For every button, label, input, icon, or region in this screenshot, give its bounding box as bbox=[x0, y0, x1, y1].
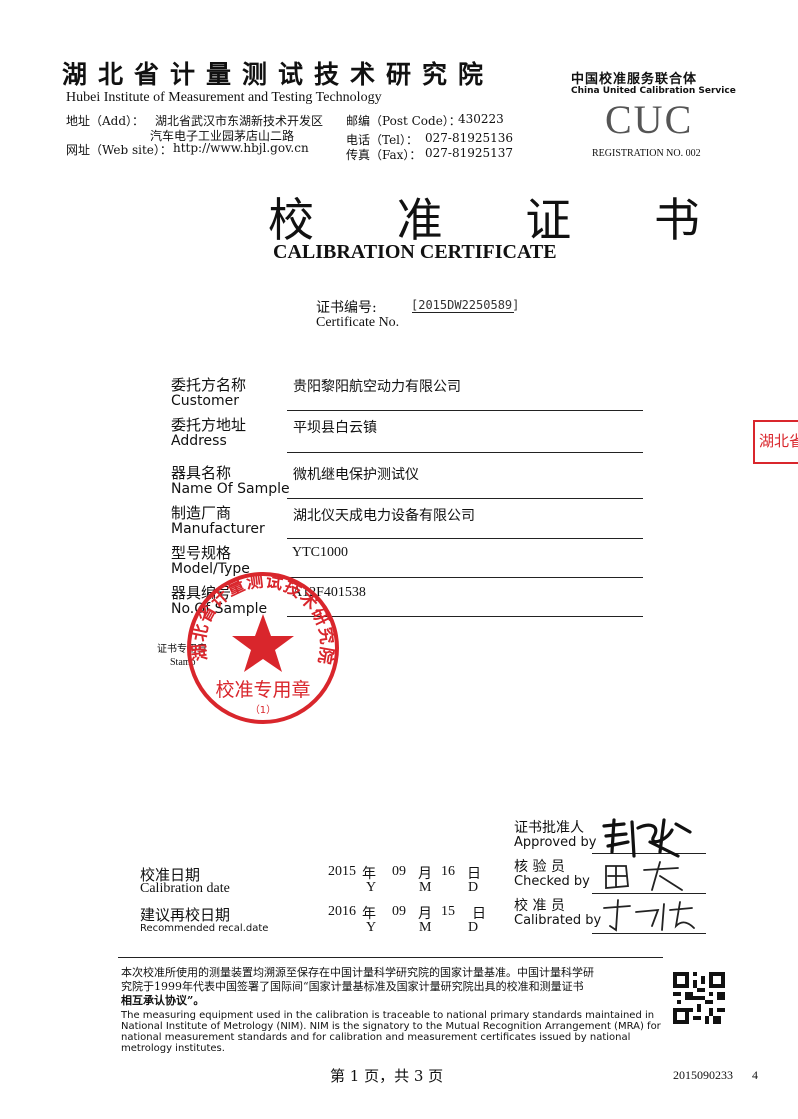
institute-name-cn: 湖北省计量测试技术研究院 bbox=[62, 60, 495, 89]
checked-label-en: Checked by bbox=[514, 874, 590, 889]
cuc-name-en: China United Calibration Service bbox=[571, 86, 736, 96]
seal-star-icon bbox=[232, 614, 294, 672]
website-label: 网址（Web site）： bbox=[66, 143, 172, 157]
cal-month: 09 bbox=[392, 864, 406, 879]
approved-label-en: Approved by bbox=[514, 835, 597, 850]
calibrated-line bbox=[592, 933, 706, 934]
footer-cn-line3: 相互承认协议”。 bbox=[121, 994, 205, 1007]
footer-en-line1: The measuring equipment used in the cali… bbox=[121, 1010, 655, 1021]
stamp-label-en: Stamp bbox=[170, 657, 196, 668]
cuc-logo: CUC bbox=[605, 97, 694, 142]
recal-year: 2016 bbox=[328, 904, 356, 919]
model-underline bbox=[287, 577, 643, 578]
calibrated-label-cn: 校 准 员 bbox=[514, 898, 565, 914]
page-number: 第 1 页，共 3 页 bbox=[330, 1067, 444, 1085]
address-field-label-cn: 委托方地址 bbox=[171, 416, 247, 434]
checked-signature-icon bbox=[605, 861, 683, 891]
certificate-number: [2015DW2250589] bbox=[411, 298, 520, 312]
side-partial-stamp: 湖北省 bbox=[753, 420, 798, 464]
approved-signature-icon bbox=[602, 818, 692, 858]
footer-separator bbox=[118, 957, 663, 958]
footer-en-line4: metrology institutes. bbox=[121, 1043, 225, 1054]
cuc-name-cn: 中国校准服务联合体 bbox=[571, 72, 698, 87]
cal-date-label-en: Calibration date bbox=[140, 881, 230, 896]
sample-name-underline bbox=[287, 498, 643, 499]
calibration-seal: 湖北省计量测试技术研究院 校准专用章 （1） bbox=[187, 570, 339, 724]
cal-year-en: Y bbox=[366, 880, 377, 895]
manufacturer-value: 湖北仪天成电力设备有限公司 bbox=[293, 508, 475, 524]
cal-year: 2015 bbox=[328, 864, 356, 879]
footer-en-line2: National Institute of Metrology (NIM). N… bbox=[121, 1021, 661, 1032]
recal-day-en: D bbox=[468, 920, 479, 935]
document-suffix: 4 bbox=[752, 1068, 758, 1082]
manufacturer-label-cn: 制造厂商 bbox=[171, 504, 232, 522]
certificate-label-cn: 证书编号: bbox=[316, 300, 377, 316]
footer-en-line3: national measurement standards and for c… bbox=[121, 1032, 631, 1043]
calibrated-label-en: Calibrated by bbox=[514, 913, 602, 928]
footer-cn-line1: 本次校准所使用的测量装置均溯源至保存在中国计量科学研究院的国家计量基准。中国计量… bbox=[121, 966, 594, 979]
certificate-underline bbox=[412, 312, 514, 313]
seal-bottom-text: 校准专用章 bbox=[215, 679, 310, 701]
document-number: 2015090233 bbox=[673, 1068, 733, 1082]
customer-label-en: Customer bbox=[171, 393, 240, 409]
postcode-value: 430223 bbox=[458, 112, 504, 126]
tel-label: 电话（Tel）： bbox=[346, 133, 419, 147]
certificate-label-en: Certificate No. bbox=[316, 315, 400, 330]
approved-label-cn: 证书批准人 bbox=[514, 820, 584, 836]
recal-day: 15 bbox=[441, 904, 455, 919]
model-value: YTC1000 bbox=[292, 545, 348, 560]
model-label-en: Model/Type bbox=[171, 561, 250, 577]
tel-value: 027-81925136 bbox=[425, 131, 514, 145]
recal-date-label-cn: 建议再校日期 bbox=[140, 906, 231, 924]
cal-date-label-cn: 校准日期 bbox=[140, 866, 201, 884]
fax-label: 传真（Fax）： bbox=[346, 148, 422, 162]
cal-day-en: D bbox=[468, 880, 479, 895]
address-field-label-en: Address bbox=[171, 433, 227, 449]
address-label: 地址（Add）： bbox=[66, 114, 145, 128]
qr-code-icon bbox=[673, 972, 725, 1024]
recal-month-unit: 月 bbox=[418, 906, 432, 922]
postcode-label: 邮编（Post Code）： bbox=[346, 114, 461, 128]
side-stamp-text: 湖北省 bbox=[759, 432, 798, 450]
recal-year-unit: 年 bbox=[362, 906, 376, 922]
recal-day-unit: 日 bbox=[472, 906, 486, 922]
serial-underline bbox=[287, 616, 643, 617]
calibrated-signature-icon bbox=[603, 899, 695, 932]
title-cn: 校 准 证 书 bbox=[268, 193, 734, 247]
customer-label-cn: 委托方名称 bbox=[171, 376, 247, 394]
cal-day: 16 bbox=[441, 864, 455, 879]
sample-name-value: 微机继电保护测试仪 bbox=[293, 467, 419, 483]
manufacturer-underline bbox=[287, 538, 643, 539]
cal-month-en: M bbox=[419, 880, 432, 895]
footer-cn-line2: 究院于1999年代表中国签署了国际间“国家计量基标准及国家计量研究院出具的校准和… bbox=[121, 980, 584, 993]
sample-name-label-en: Name Of Sample bbox=[171, 481, 290, 497]
cal-month-unit: 月 bbox=[418, 866, 432, 882]
title-en: CALIBRATION CERTIFICATE bbox=[273, 241, 557, 263]
customer-underline bbox=[287, 410, 643, 411]
cal-year-unit: 年 bbox=[362, 866, 376, 882]
address-field-value: 平坝县白云镇 bbox=[293, 420, 377, 436]
recal-month: 09 bbox=[392, 904, 406, 919]
address-field-underline bbox=[287, 452, 643, 453]
fax-value: 027-81925137 bbox=[425, 146, 514, 160]
model-label-cn: 型号规格 bbox=[171, 544, 232, 562]
recal-date-label-en: Recommended recal.date bbox=[140, 923, 269, 934]
recal-month-en: M bbox=[419, 920, 432, 935]
recal-year-en: Y bbox=[366, 920, 377, 935]
address-line1: 湖北省武汉市东湖新技术开发区 bbox=[155, 114, 324, 128]
sample-name-label-cn: 器具名称 bbox=[171, 464, 232, 482]
stamp-label-cn: 证书专用章 bbox=[157, 644, 207, 655]
institute-name-en: Hubei Institute of Measurement and Testi… bbox=[66, 90, 382, 105]
address-line2: 汽车电子工业园茅店山二路 bbox=[150, 129, 295, 143]
seal-number: （1） bbox=[250, 704, 276, 716]
checked-label-cn: 核 验 员 bbox=[514, 859, 565, 875]
cal-day-unit: 日 bbox=[467, 866, 481, 882]
customer-value: 贵阳黎阳航空动力有限公司 bbox=[293, 379, 461, 395]
approved-line bbox=[592, 853, 706, 854]
website-link[interactable]: http://www.hbjl.gov.cn bbox=[173, 141, 309, 155]
manufacturer-label-en: Manufacturer bbox=[171, 521, 265, 537]
registration-number: REGISTRATION NO. 002 bbox=[592, 148, 701, 159]
serial-label-en: No.Of Sample bbox=[171, 601, 268, 617]
checked-line bbox=[592, 893, 706, 894]
